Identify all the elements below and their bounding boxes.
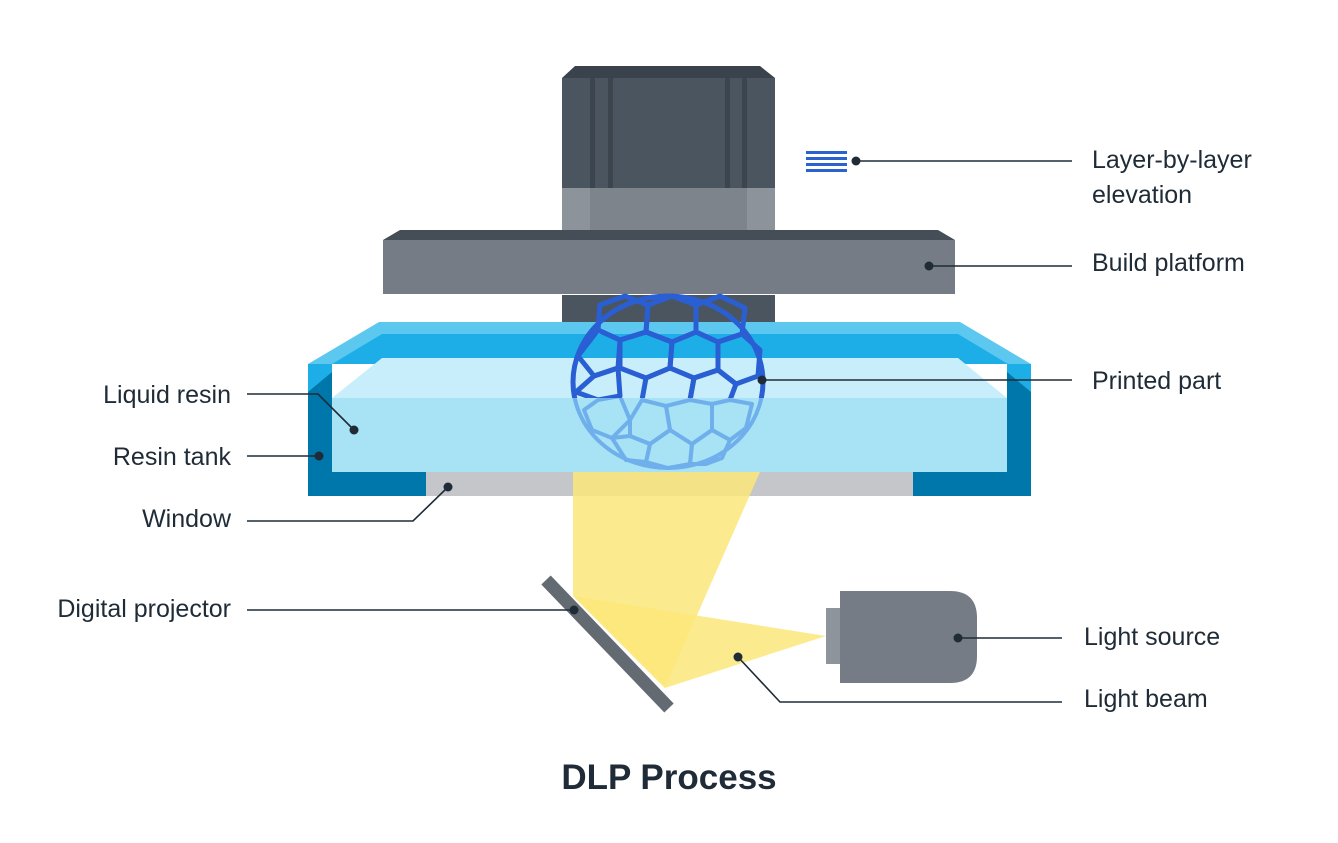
light-beam [573,596,826,688]
leader-lines [247,160,1072,703]
layers-icon [806,151,847,172]
label-window: Window [142,505,231,533]
label-liquid-resin: Liquid resin [103,381,231,409]
elevation-motor [562,66,775,325]
digital-projector [541,575,674,713]
printed-part [570,293,766,470]
label-printed-part: Printed part [1092,367,1222,395]
light-source [826,591,977,683]
label-digital-projector: Digital projector [57,595,231,623]
label-elevation: elevation [1092,181,1193,209]
label-resin-tank: Resin tank [112,443,231,471]
label-build-platform: Build platform [1092,249,1245,277]
label-light-source: Light source [1084,623,1221,651]
label-light-beam: Light beam [1084,685,1208,713]
build-platform [383,230,955,294]
liquid-resin [332,358,1007,472]
diagram-title: DLP Process [561,758,777,797]
label-layer-by-layer: Layer-by-layer [1092,146,1252,174]
leader-dots [314,156,963,662]
